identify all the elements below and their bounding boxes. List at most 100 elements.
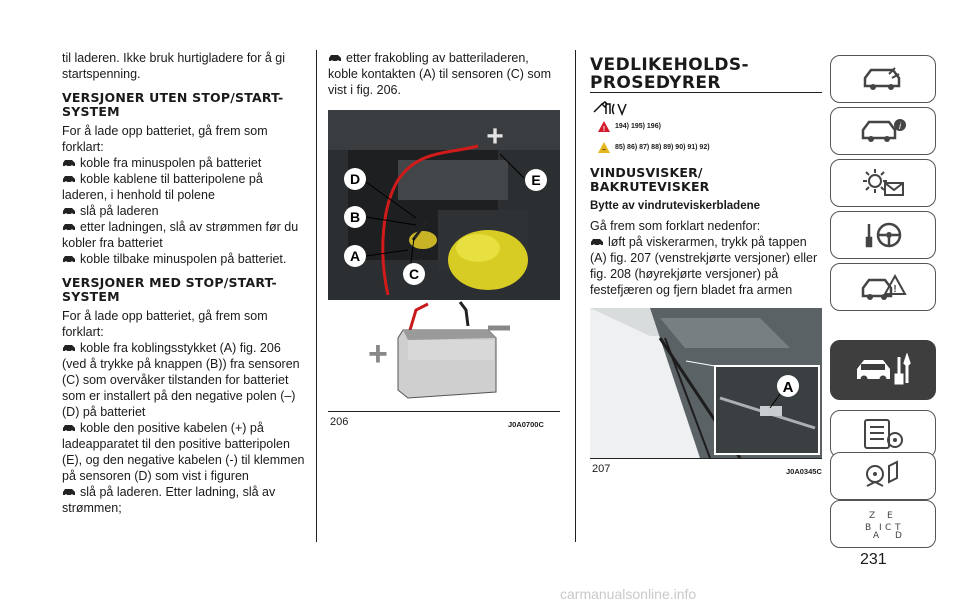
- list-item-text: slå på laderen. Etter ladning, slå av st…: [62, 485, 276, 515]
- car-dashboard-icon: [863, 67, 901, 90]
- column-divider: [575, 50, 576, 542]
- figure-206-code: J0A0700C: [508, 420, 544, 429]
- car-bullet-icon: [63, 208, 75, 216]
- right-column: VEDLIKEHOLDS-PROSEDYRER: [590, 50, 822, 92]
- svg-text:B: B: [865, 523, 871, 533]
- car-bullet-icon: [63, 256, 75, 264]
- tab-dashboard[interactable]: [830, 55, 936, 103]
- list-item-text: løft på viskerarmen, trykk på tappen (A)…: [590, 235, 818, 297]
- warning-refs: 194) 195) 196): [615, 123, 661, 130]
- list-item-text: koble kablene til batteripolene på lader…: [62, 172, 263, 202]
- list-item: slå på laderen. Etter ladning, slå av st…: [62, 484, 308, 516]
- svg-text:T: T: [894, 523, 901, 533]
- specifications-icon: [864, 419, 903, 449]
- svg-text:+: +: [368, 335, 388, 373]
- figure-206-number: 206: [330, 416, 349, 428]
- figure-rule: [590, 458, 822, 459]
- figure-207-photo: A: [590, 308, 822, 458]
- intro-text: til laderen. Ikke bruk hurtigladere for …: [62, 51, 286, 81]
- tab-specifications[interactable]: [830, 410, 936, 458]
- figure-206-photo: D B A C E +: [328, 110, 560, 300]
- tab-emergency[interactable]: !: [830, 263, 936, 311]
- svg-text:D: D: [895, 531, 902, 540]
- list-item: koble den positive kabelen (+) på ladeap…: [62, 420, 308, 484]
- title-rule: [590, 92, 822, 93]
- paragraph-charge-instructions-2: For å lade opp batteriet, gå frem som fo…: [62, 309, 268, 339]
- paragraph-charge-instructions: For å lade opp batteriet, gå frem som fo…: [62, 124, 268, 154]
- svg-text:Z: Z: [869, 511, 875, 521]
- list-item: slå på laderen: [62, 203, 308, 219]
- list-item-text: etter frakobling av batteriladeren, kobl…: [328, 51, 552, 97]
- caution-row: ~ 85) 86) 87) 88) 89) 90) 91) 92): [598, 142, 710, 153]
- list-item-text: koble den positive kabelen (+) på ladeap…: [62, 421, 305, 483]
- watermark: carmanualsonline.info: [560, 586, 697, 602]
- list-item-text: koble fra koblingsstykket (A) fig. 206 (…: [62, 341, 300, 419]
- wiper-illustration: A: [590, 308, 822, 458]
- list-item: løft på viskerarmen, trykk på tappen (A)…: [590, 234, 822, 298]
- car-bullet-icon: [63, 176, 75, 184]
- subheading-wiper-blades: Bytte av vindruteviskerbladene: [590, 200, 761, 212]
- tab-warning-lights[interactable]: [830, 159, 936, 207]
- figure-rule: [328, 411, 560, 412]
- caution-refs: 85) 86) 87) 88) 89) 90) 91) 92): [615, 144, 710, 151]
- car-hazard-icon: !: [861, 273, 907, 300]
- car-bullet-icon: [63, 160, 75, 168]
- car-bullet-icon: [591, 239, 603, 247]
- middle-column: etter frakobling av batteriladeren, kobl…: [328, 50, 560, 98]
- right-column-body: VINDUSVISKER/ BAKRUTEVISKER Bytte av vin…: [590, 166, 822, 298]
- car-bullet-icon: [63, 345, 75, 353]
- steps-list-with-stop-start: koble fra koblingsstykket (A) fig. 206 (…: [62, 340, 308, 516]
- label-b: B: [350, 209, 360, 225]
- steering-wheel-icon: [865, 222, 902, 248]
- car-bullet-icon: [63, 224, 75, 232]
- caution-icon: ~: [598, 142, 610, 153]
- svg-text:!: !: [603, 126, 605, 132]
- list-item: etter frakobling av batteriladeren, kobl…: [328, 50, 560, 98]
- car-info-icon: i: [861, 119, 906, 142]
- tab-driving[interactable]: [830, 211, 936, 259]
- tab-multimedia[interactable]: [830, 452, 936, 500]
- page-number: 231: [860, 551, 887, 568]
- maintenance-wrench-icon: [592, 100, 628, 121]
- heading-with-stop-start: VERSJONER MED STOP/START-SYSTEM: [62, 275, 277, 304]
- car-bullet-icon: [329, 55, 341, 63]
- car-bullet-icon: [63, 489, 75, 497]
- multimedia-icon: [866, 460, 898, 487]
- label-c: C: [409, 266, 419, 282]
- list-item-text: koble fra minuspolen på batteriet: [80, 156, 262, 170]
- list-item-text: koble tilbake minuspolen på batteriet.: [80, 252, 287, 266]
- battery-charger-icon: +: [368, 301, 510, 399]
- tab-safety[interactable]: i: [830, 107, 936, 155]
- engine-bay-battery-illustration: D B A C E +: [328, 110, 560, 300]
- paragraph-instructions: Gå frem som forklart nedenfor:: [590, 219, 761, 233]
- heading-wipers: VINDUSVISKER/ BAKRUTEVISKER: [590, 165, 710, 194]
- list-item: etter ladningen, slå av strømmen før du …: [62, 219, 308, 251]
- battery-diagram: +: [328, 300, 560, 410]
- column-divider: [316, 50, 317, 542]
- list-item-text: etter ladningen, slå av strømmen før du …: [62, 220, 299, 250]
- list-item: koble kablene til batteripolene på lader…: [62, 171, 308, 203]
- car-maintenance-icon: [857, 353, 911, 385]
- section-title: VEDLIKEHOLDS-PROSEDYRER: [590, 55, 749, 93]
- figure-207-number: 207: [592, 463, 611, 475]
- svg-text:C: C: [885, 523, 891, 533]
- list-item: koble fra minuspolen på batteriet: [62, 155, 308, 171]
- label-a: A: [783, 379, 794, 396]
- heading-without-stop-start: VERSJONER UTEN STOP/START-SYSTEM: [62, 90, 284, 119]
- warning-icon: !: [598, 121, 610, 132]
- steps-list-without-stop-start: koble fra minuspolen på batteriet koble k…: [62, 155, 308, 267]
- svg-text:E: E: [887, 511, 893, 521]
- tab-maintenance[interactable]: [830, 340, 936, 400]
- left-column: til laderen. Ikke bruk hurtigladere for …: [62, 50, 308, 516]
- svg-text:!: !: [893, 284, 896, 295]
- list-item: koble fra koblingsstykket (A) fig. 206 (…: [62, 340, 308, 420]
- list-item-text: slå på laderen: [80, 204, 159, 218]
- warning-lights-icon: [863, 169, 904, 196]
- warning-row: ! 194) 195) 196): [598, 121, 661, 132]
- figure-207-code: J0A0345C: [786, 467, 822, 476]
- label-e: E: [531, 172, 540, 188]
- svg-text:i: i: [899, 121, 902, 131]
- svg-text:~: ~: [602, 148, 606, 153]
